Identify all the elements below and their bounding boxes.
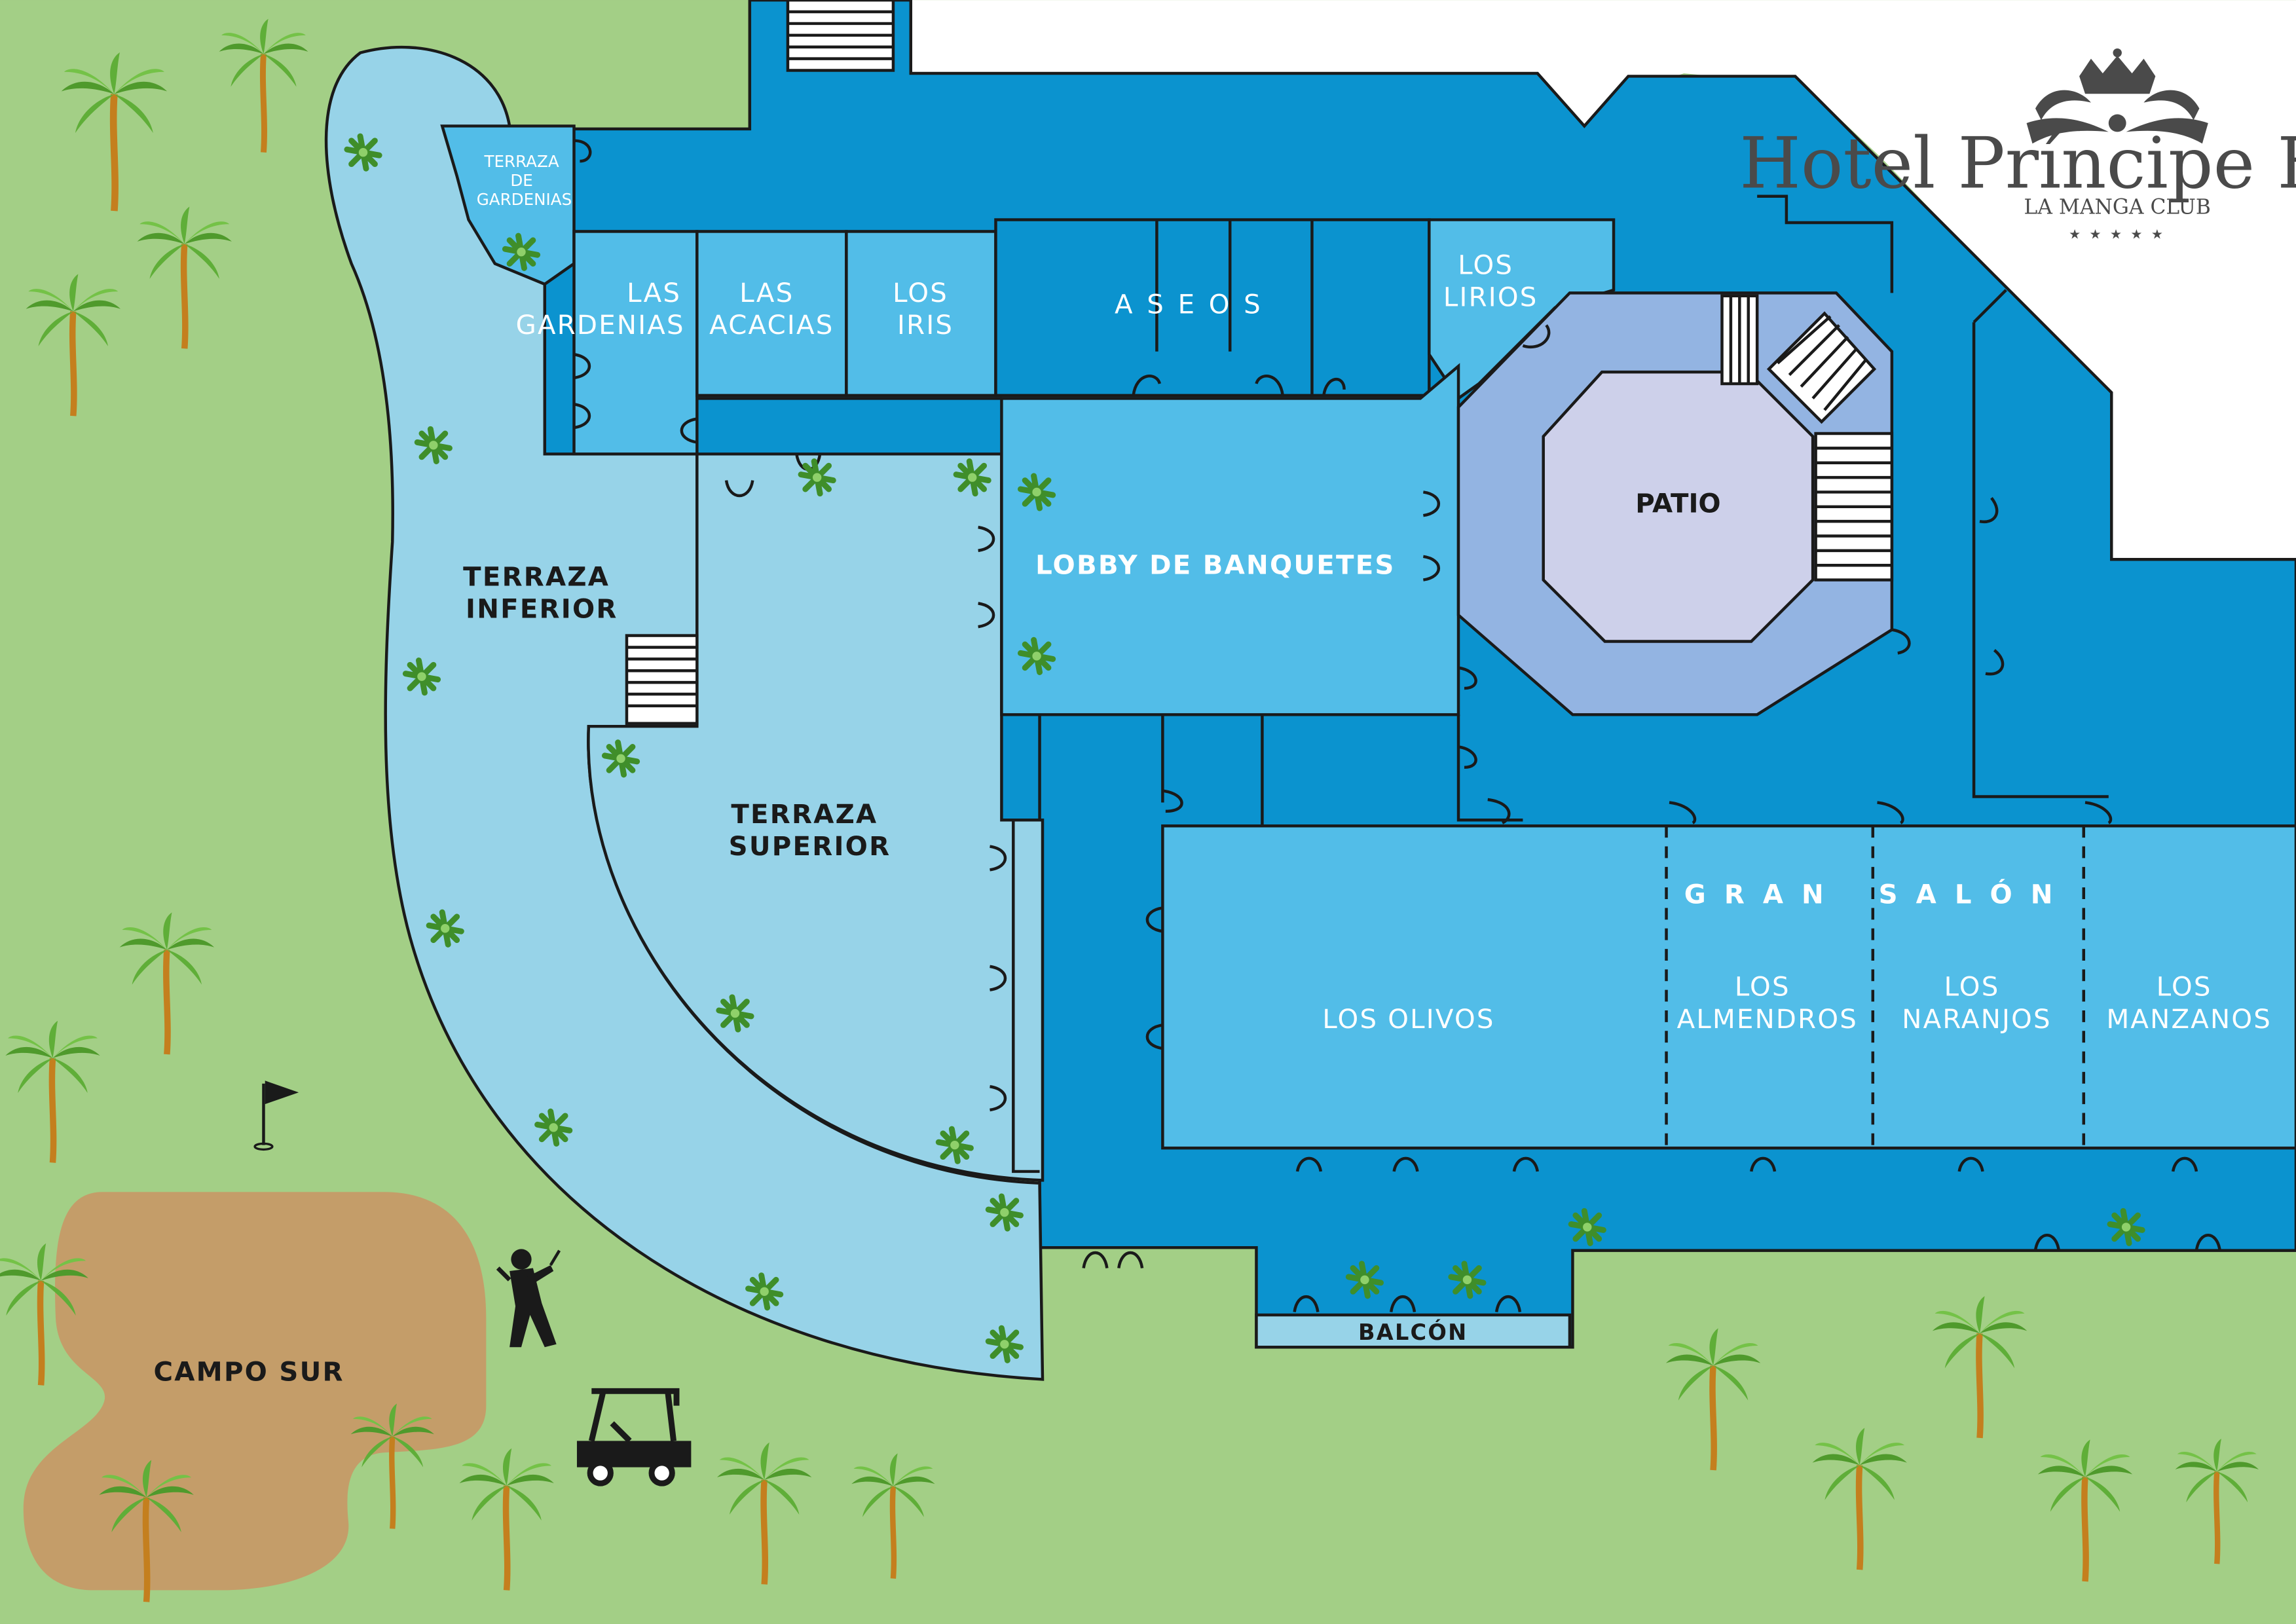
las-gardenias-room [572,230,699,456]
los-iris-room [845,230,997,397]
label-los-iris: LOS IRIS [893,278,958,341]
staircase-icon [1720,294,1894,581]
gran-salon-room [1161,824,2296,1150]
label-patio: PATIO [1635,489,1720,519]
outside-area [910,0,2296,560]
balcon-room [1255,1313,1572,1349]
aseos-room [994,218,1431,397]
brand-subtitle: LA MANGA CLUB [2024,196,2211,219]
patio-center [1542,370,1815,643]
door-swing-icon [574,139,2221,1312]
label-las-acacias: LAS ACACIAS [709,278,834,341]
label-terraza-superior: TERRAZA SUPERIOR [729,800,891,862]
crown-crest-icon [2026,48,2208,144]
terraza-superior-area [587,452,1045,1182]
label-lobby-de-banquetes: LOBBY DE BANQUETES [1035,551,1396,581]
label-los-manzanos: LOS MANZANOS [2106,972,2272,1035]
label-aseos: A S E O S [1115,290,1263,320]
label-los-olivos: LOS OLIVOS [1322,1005,1494,1035]
label-campo-sur: CAMPO SUR [154,1357,344,1388]
brand-stars: ★★★★★ [2069,227,2172,242]
lobby-de-banquetes-room [1000,363,1460,716]
golfer-icon [496,1249,561,1348]
golf-cart-icon [576,1388,692,1486]
label-balcon: BALCÓN [1358,1319,1468,1345]
label-los-lirios: LOS LIRIOS [1443,250,1538,312]
staircase-icon [627,636,697,724]
label-gran-salon: G R A N S A L Ó N [1684,879,2053,910]
brand-name: Hotel Príncipe Felipe [1739,122,2296,204]
label-los-naranjos: LOS NARANJOS [1902,972,2052,1035]
label-terraza-de-gardenias: TERRAZA DE GARDENIAS [477,152,572,209]
staircase-icon [786,0,895,72]
golf-flag-icon [253,1080,299,1151]
label-las-gardenias: LAS GARDENIAS [516,278,692,341]
label-los-almendros: LOS ALMENDROS [1677,972,1858,1035]
label-terraza-inferior: TERRAZA INFERIOR [463,563,620,625]
terraza-de-gardenias-room [440,124,576,286]
